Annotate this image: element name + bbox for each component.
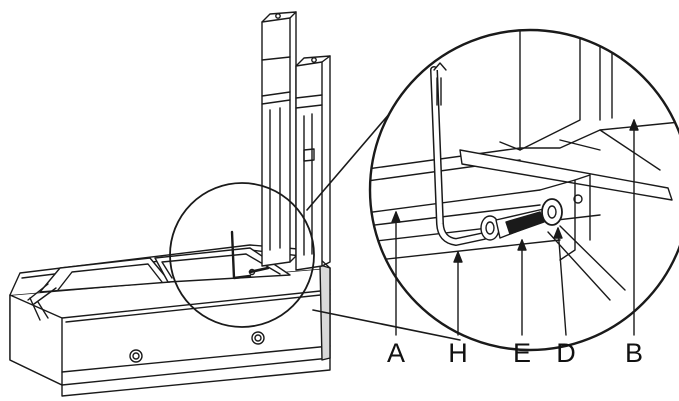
callout-a: A: [387, 338, 405, 368]
hex-key: [430, 62, 488, 246]
leader-d: [557, 227, 567, 336]
callout-labels: A H E D B: [387, 338, 643, 368]
leader-lines: [391, 119, 639, 336]
detail-circle-large: [368, 28, 679, 352]
washer: [541, 198, 563, 226]
callout-h: H: [448, 338, 468, 368]
callout-b: B: [625, 338, 643, 368]
detail-circle-small: [169, 182, 315, 328]
frame-uprights: [261, 11, 331, 271]
callout-e: E: [513, 338, 531, 368]
frame-base: [9, 244, 331, 397]
callout-d: D: [556, 338, 576, 368]
